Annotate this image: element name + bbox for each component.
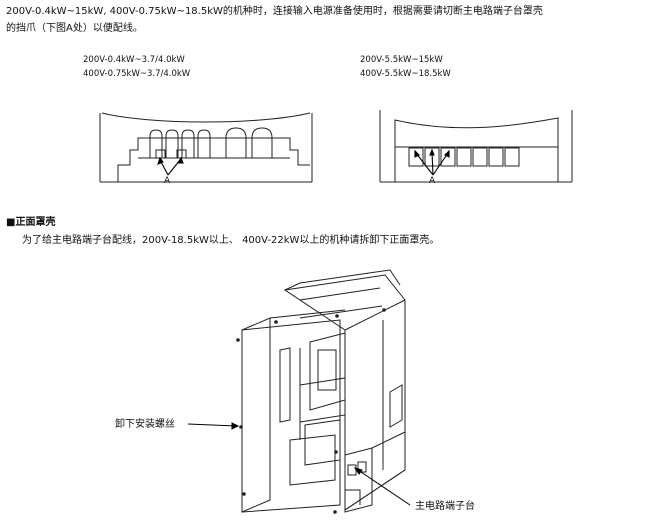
section-title: 正面罩壳 [15,217,56,228]
right-callout-a: A [429,176,436,186]
intro-line-2: 的挡爪（下图A处）以便配线。 [6,23,143,34]
right-model-line-1: 200V-5.5kW~15kW [360,55,443,65]
label-remove-screws: 卸下安装螺丝 [115,419,175,430]
right-model-line-2: 400V-5.5kW~18.5kW [360,69,451,79]
intro-line-1: 200V-0.4kW~15kW, 400V-0.75kW~18.5kW的机种时，… [6,6,543,17]
section-marker: ■ [6,217,16,228]
section-body: 为了给主电路端子台配线，200V-18.5kW以上、 400V-22kW以上的机… [22,235,440,246]
left-model-line-1: 200V-0.4kW~3.7/4.0kW [83,55,185,65]
section-heading: ■正面罩壳 [6,216,55,229]
label-main-terminal: 主电路端子台 [415,501,475,512]
left-model-line-2: 400V-0.75kW~3.7/4.0kW [83,69,191,79]
left-callout-a: A [164,176,171,186]
